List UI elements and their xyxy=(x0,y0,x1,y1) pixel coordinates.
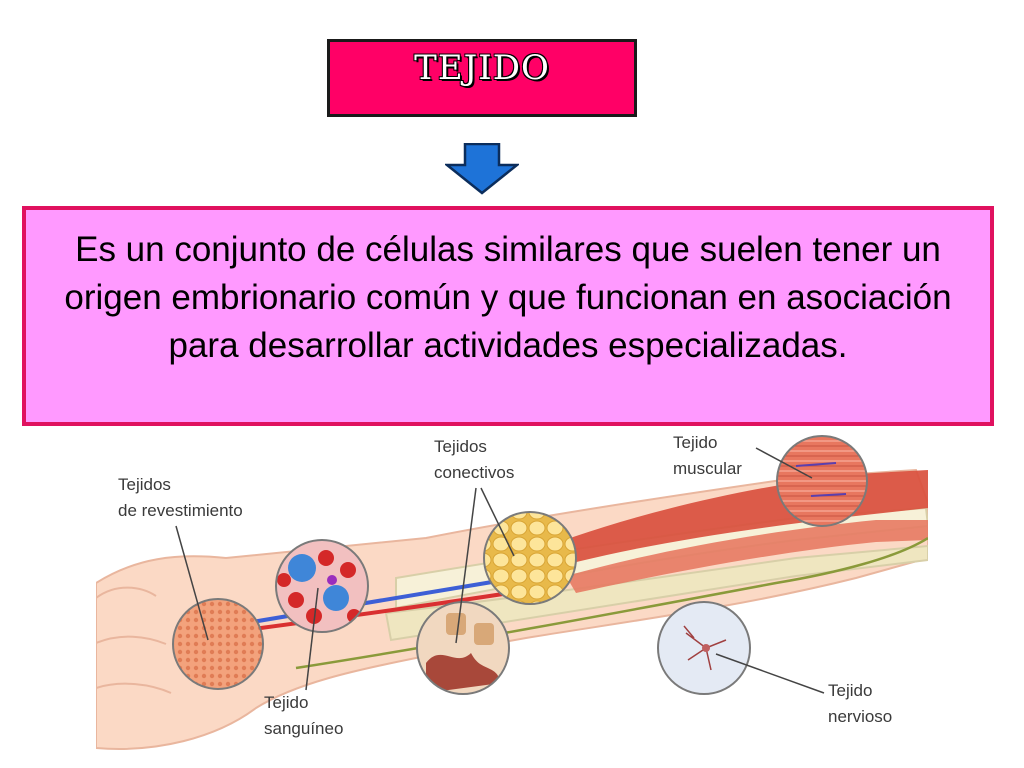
label-muscular-1: Tejido xyxy=(673,433,717,452)
arm-tissues-illustration: Tejidos de revestimiento Tejidos conecti… xyxy=(96,433,928,750)
label-muscular-2: muscular xyxy=(673,459,742,478)
title-text: TEJIDO xyxy=(414,48,550,88)
label-conectivos-2: conectivos xyxy=(434,463,514,482)
label-sanguineo-2: sanguíneo xyxy=(264,719,343,738)
nerve-tissue-icon xyxy=(657,601,751,695)
label-sanguineo-1: Tejido xyxy=(264,693,308,712)
definition-box: Es un conjunto de células similares que … xyxy=(22,206,994,426)
title-box: TEJIDO xyxy=(327,39,637,117)
epithelial-tissue-icon xyxy=(172,598,264,690)
definition-text: Es un conjunto de células similares que … xyxy=(64,230,952,365)
label-nervioso-1: Tejido xyxy=(828,681,872,700)
down-arrow-icon xyxy=(445,143,519,195)
blood-tissue-icon xyxy=(275,539,369,633)
connective-bone-tissue-icon xyxy=(416,601,510,695)
muscle-tissue-icon xyxy=(776,435,868,527)
label-revestimiento-1: Tejidos xyxy=(118,475,171,494)
label-conectivos-1: Tejidos xyxy=(434,437,487,456)
label-nervioso-2: nervioso xyxy=(828,707,892,726)
label-revestimiento-2: de revestimiento xyxy=(118,501,243,520)
